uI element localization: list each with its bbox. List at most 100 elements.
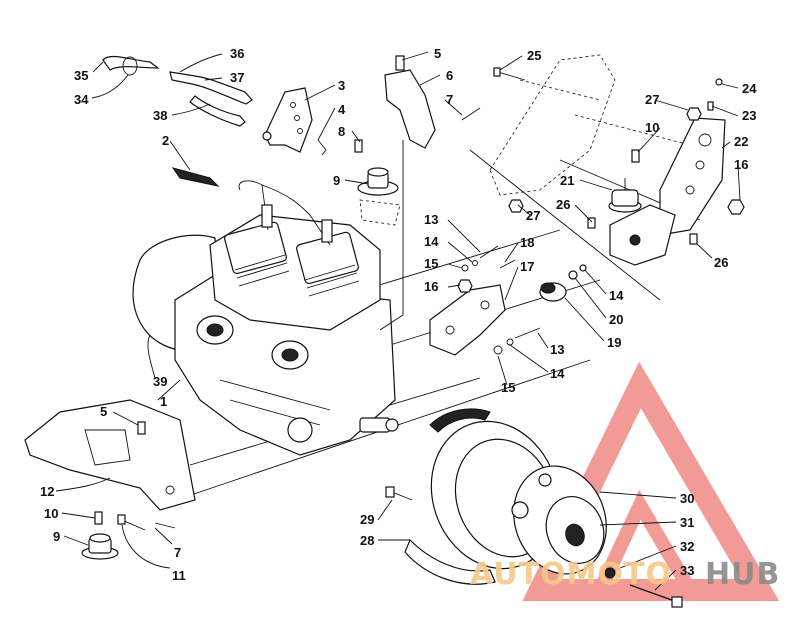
callout-34: 34 <box>74 92 89 107</box>
callout-9-top: 9 <box>333 173 340 188</box>
part-26-bolt-b <box>689 233 698 245</box>
callout-26-left: 26 <box>556 197 570 212</box>
callout-13-upper: 13 <box>424 212 438 227</box>
part-17-bracket <box>429 284 506 356</box>
leader-lines <box>55 51 741 591</box>
part-13-bolt-lower <box>514 327 541 339</box>
callout-36: 36 <box>230 46 244 61</box>
part-2-gasket <box>171 167 220 187</box>
part-15-washer-upper <box>461 264 469 272</box>
part-1-engine <box>174 180 399 456</box>
callout-19: 19 <box>607 335 621 350</box>
part-12-front-mount <box>24 399 196 511</box>
part-4-clip <box>317 139 327 156</box>
callout-27-left: 27 <box>526 208 540 223</box>
part-28-drive-belt <box>404 538 496 585</box>
part-14-washer-lower <box>506 338 514 346</box>
part-16-nut-right <box>727 199 745 215</box>
part-19-idler <box>539 282 567 302</box>
callout-30: 30 <box>680 491 694 506</box>
callout-2: 2 <box>162 133 169 148</box>
callout-29: 29 <box>360 512 374 527</box>
callout-5-lower: 5 <box>100 404 107 419</box>
part-10-bolt-lower <box>94 511 103 525</box>
watermark-text: AUTOMOTO HUB <box>470 557 780 592</box>
callout-24: 24 <box>742 81 757 96</box>
part-9-engine-mount <box>357 167 401 226</box>
part-10-bolt-right <box>631 149 640 163</box>
callout-11: 11 <box>172 568 186 583</box>
part-24-cap <box>715 78 723 86</box>
callout-32: 32 <box>680 539 694 554</box>
callout-16-right: 16 <box>734 157 748 172</box>
callout-14-lower: 14 <box>550 366 565 381</box>
watermark-word-part2: HUB <box>705 557 780 592</box>
callout-3: 3 <box>338 78 345 93</box>
part-32-washer <box>604 567 616 579</box>
part-22-lower-bracket <box>609 204 676 266</box>
part-14-lockwasher-upper <box>472 260 478 266</box>
part-18-bolt <box>499 259 516 269</box>
callout-15-upper: 15 <box>424 256 438 271</box>
callout-10-right: 10 <box>645 120 659 135</box>
callout-21: 21 <box>560 173 574 188</box>
callout-labels: 36 37 35 34 38 2 3 4 5 6 7 8 9 25 27 24 … <box>40 46 757 583</box>
part-37-hose <box>169 71 253 105</box>
part-5-bolt-lower <box>137 421 146 435</box>
callout-23: 23 <box>742 108 756 123</box>
callout-10-lower: 10 <box>44 506 58 521</box>
callout-7-top: 7 <box>446 92 453 107</box>
callout-26-right: 26 <box>714 255 728 270</box>
callout-14-right: 14 <box>609 288 624 303</box>
part-6-mount-bracket <box>384 69 436 149</box>
callout-13-lower: 13 <box>550 342 564 357</box>
part-7-bolt <box>461 107 481 121</box>
part-21-rubber-mount <box>608 178 642 213</box>
bracket-holes <box>262 102 303 141</box>
part-15-washer-lower <box>493 345 503 355</box>
watermark-word-part1: AUTOMOTO <box>470 557 672 592</box>
part-16-nut-mid <box>457 279 473 293</box>
part-29-bolt <box>391 491 413 501</box>
callout-6: 6 <box>446 68 453 83</box>
part-26-bolt-a <box>587 217 596 229</box>
callout-8: 8 <box>338 124 345 139</box>
part-25-plate <box>489 54 616 196</box>
part-7-bolt-lower <box>154 522 176 529</box>
part-27-nut-left <box>508 199 524 213</box>
callout-4: 4 <box>338 102 346 117</box>
part-27-nut-right <box>686 107 702 121</box>
callout-18: 18 <box>520 235 534 250</box>
callout-33: 33 <box>680 563 694 578</box>
part-11-bolt <box>121 519 146 531</box>
callout-1: 1 <box>160 394 167 409</box>
part-9-engine-mount-lower <box>81 533 119 560</box>
part-25-bolt <box>497 71 526 81</box>
part-20-spacer <box>568 270 578 280</box>
callout-22: 22 <box>734 134 748 149</box>
callout-20: 20 <box>609 312 623 327</box>
part-30-drive-clutch <box>430 420 607 575</box>
callout-16-mid: 16 <box>424 279 438 294</box>
callout-12: 12 <box>40 484 54 499</box>
callout-37: 37 <box>230 70 244 85</box>
callout-35: 35 <box>74 68 88 83</box>
callout-31: 31 <box>680 515 694 530</box>
callout-27-right: 27 <box>645 92 659 107</box>
callout-17: 17 <box>520 259 534 274</box>
part-5-bolt <box>395 55 405 71</box>
callout-39: 39 <box>153 374 167 389</box>
part-35-clamp <box>122 56 138 76</box>
part-13-bolt-upper <box>479 245 499 259</box>
part-3-bracket <box>264 87 313 153</box>
part-14-washer-right <box>579 264 587 272</box>
callout-28: 28 <box>360 533 374 548</box>
callout-25: 25 <box>527 48 541 63</box>
callout-14-upper: 14 <box>424 234 439 249</box>
part-34-35-hose <box>102 55 160 71</box>
callout-9-lower: 9 <box>53 529 60 544</box>
callout-15-lower: 15 <box>501 380 515 395</box>
callout-7-lower: 7 <box>174 545 181 560</box>
callout-38: 38 <box>153 108 167 123</box>
